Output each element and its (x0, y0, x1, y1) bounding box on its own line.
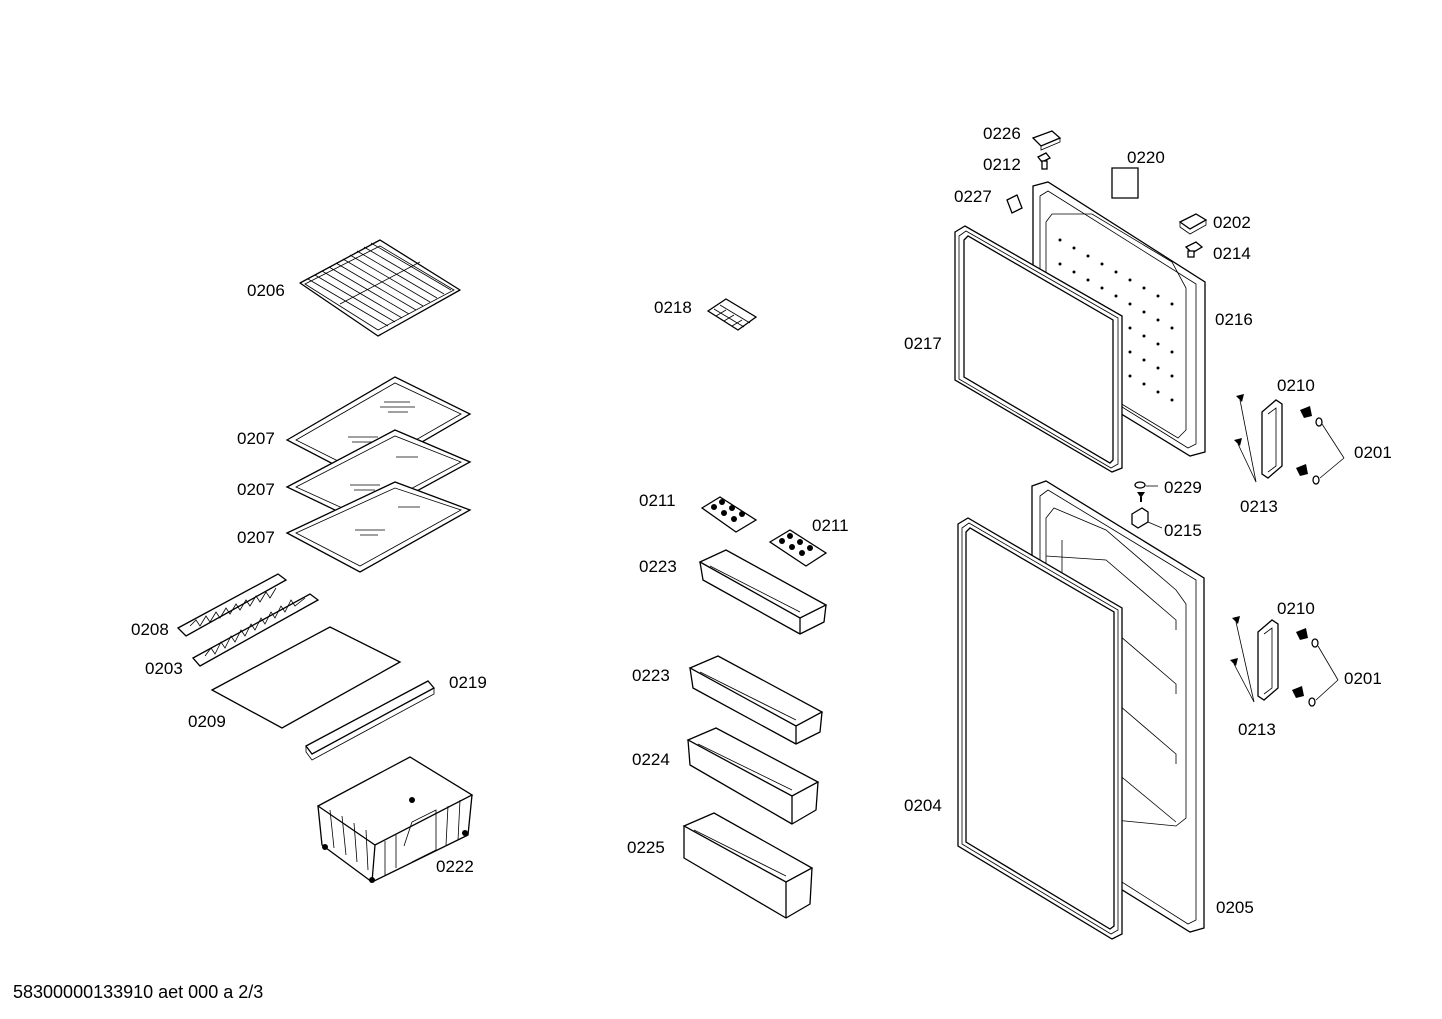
part-0220-label-sticker[interactable] (1111, 167, 1139, 199)
part-0204-fridge-gasket[interactable] (957, 517, 1123, 940)
label-0223-b: 0223 (632, 666, 670, 685)
part-0213-screws-lower[interactable] (1230, 616, 1255, 703)
label-0205: 0205 (1216, 898, 1254, 917)
label-0213-a: 0213 (1240, 497, 1278, 516)
label-0217: 0217 (904, 334, 942, 353)
document-code: 58300000133910 aet 000 a 2/3 (13, 982, 263, 1002)
part-0208-strip[interactable] (176, 573, 288, 637)
part-0218-ice-tray[interactable] (706, 298, 758, 331)
label-0206: 0206 (247, 281, 285, 300)
part-0224-door-bin[interactable] (686, 727, 820, 825)
label-0201-b: 0201 (1344, 669, 1382, 688)
part-0210-handle-upper[interactable] (1261, 399, 1283, 479)
label-0203: 0203 (145, 659, 183, 678)
part-0206-wire-shelf[interactable] (299, 239, 461, 337)
part-0223-door-bin-mid[interactable] (688, 655, 824, 745)
label-0220: 0220 (1127, 148, 1165, 167)
label-0202: 0202 (1213, 213, 1251, 232)
label-0209: 0209 (188, 712, 226, 731)
part-0213-screws-upper[interactable] (1234, 394, 1257, 483)
label-0201-a: 0201 (1354, 443, 1392, 462)
part-0201-caps-upper[interactable] (1296, 406, 1345, 485)
part-0203-strip[interactable] (191, 593, 320, 667)
label-0204: 0204 (904, 796, 942, 815)
label-0219: 0219 (449, 673, 487, 692)
part-0202-hinge-cover-right[interactable] (1178, 213, 1208, 235)
part-0201-caps-lower[interactable] (1292, 628, 1339, 707)
part-0209-glass-plate[interactable] (210, 626, 402, 729)
part-0207-glass-shelf-bottom[interactable] (285, 481, 472, 573)
label-0226: 0226 (983, 124, 1021, 143)
label-0210-b: 0210 (1277, 599, 1315, 618)
part-0223-door-bin-top[interactable] (698, 549, 828, 635)
part-0215-middle-hinge[interactable] (1131, 507, 1163, 529)
label-0213-b: 0213 (1238, 720, 1276, 739)
part-0225-door-bin-bottom[interactable] (682, 812, 814, 919)
label-0227: 0227 (954, 187, 992, 206)
label-0210-a: 0210 (1277, 376, 1315, 395)
part-0226-hinge-cover[interactable] (1031, 130, 1062, 151)
label-0224: 0224 (632, 750, 670, 769)
part-0214-hinge-bracket[interactable] (1184, 241, 1204, 258)
label-0207-b: 0207 (237, 480, 275, 499)
label-0211-a: 0211 (639, 491, 676, 510)
part-0217-freezer-gasket[interactable] (954, 225, 1123, 473)
label-0223-a: 0223 (639, 557, 677, 576)
part-0210-handle-lower[interactable] (1257, 619, 1279, 701)
part-0227-cap[interactable] (1006, 194, 1023, 214)
part-0219-profile-rail[interactable] (305, 680, 436, 761)
label-0208: 0208 (131, 620, 169, 639)
part-0212-hinge-pin[interactable] (1036, 152, 1052, 170)
part-0211-egg-tray-b[interactable] (768, 529, 828, 567)
part-0222-crisper-drawer[interactable] (316, 756, 474, 883)
label-0218: 0218 (654, 298, 692, 317)
part-0207-glass-shelf-middle[interactable] (285, 429, 472, 523)
label-0212: 0212 (983, 155, 1021, 174)
label-0229: 0229 (1164, 478, 1202, 497)
label-0225: 0225 (627, 838, 665, 857)
label-0216: 0216 (1215, 310, 1253, 329)
part-0211-egg-tray-a[interactable] (700, 496, 758, 533)
label-0207-c: 0207 (237, 528, 275, 547)
part-0229-washer[interactable] (1134, 481, 1158, 502)
label-0222: 0222 (436, 857, 474, 876)
label-0215: 0215 (1164, 521, 1202, 540)
label-0211-b: 0211 (812, 516, 849, 535)
label-0207-a: 0207 (237, 429, 275, 448)
label-0214: 0214 (1213, 244, 1251, 263)
